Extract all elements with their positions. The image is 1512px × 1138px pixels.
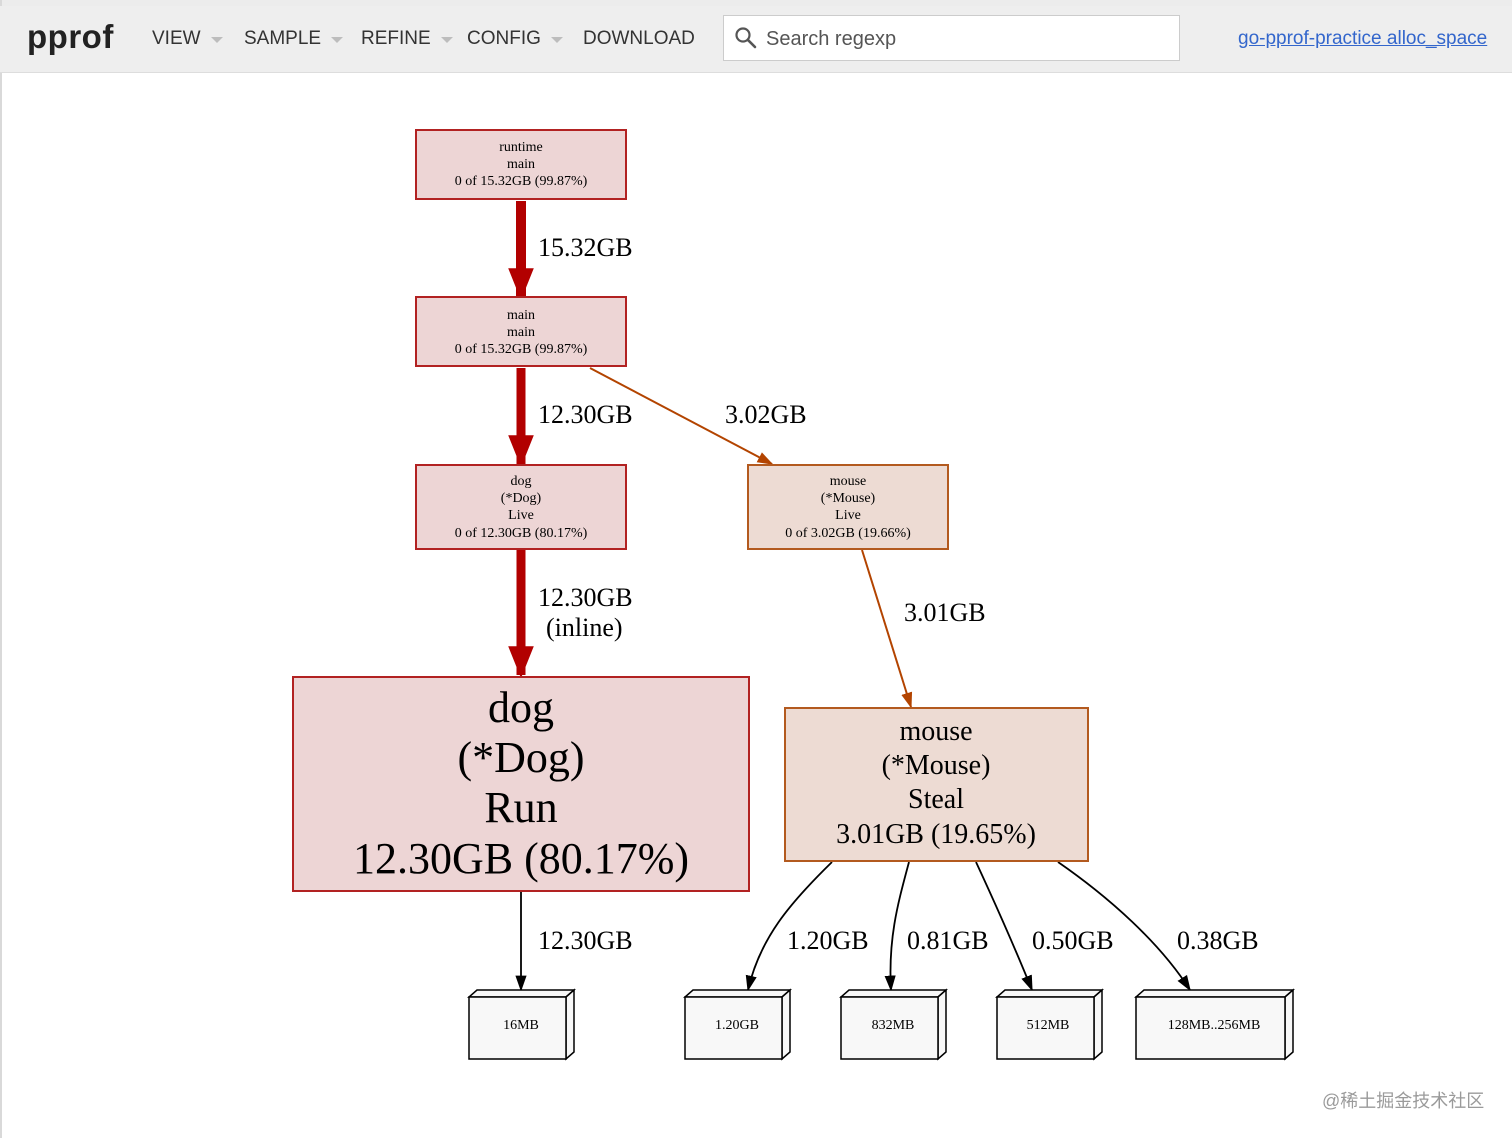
edge-label: 0.50GB <box>1032 926 1114 955</box>
menu-sample-label: SAMPLE <box>244 28 322 49</box>
node-text: (*Dog) <box>501 491 542 506</box>
edge-label: 0.81GB <box>907 926 989 955</box>
menu-config-label: CONFIG <box>467 28 541 49</box>
menu-view[interactable]: VIEW <box>152 28 223 50</box>
node-text: Run <box>484 783 557 832</box>
caret-down-icon <box>331 37 344 43</box>
edge-label: 3.01GB <box>904 598 986 627</box>
edge-main-main-to-mouse-live <box>589 367 774 465</box>
node-dog-run[interactable]: dog (*Dog) Run 12.30GB (80.17%) <box>292 676 750 892</box>
node-text: main <box>507 325 535 340</box>
edge-label: 15.32GB <box>538 233 633 262</box>
edge-mouse-steal-to-120gb <box>745 861 833 992</box>
node-text: main <box>507 157 535 172</box>
search-box <box>723 15 1180 61</box>
node-text: runtime <box>499 140 543 155</box>
caret-down-icon <box>210 37 223 43</box>
leaf-1-20gb[interactable]: 1.20GB <box>683 988 792 1061</box>
leaf-832mb[interactable]: 832MB <box>839 988 948 1061</box>
node-main-main[interactable]: main main 0 of 15.32GB (99.87%) <box>415 296 627 367</box>
node-text: (*Dog) <box>457 733 584 782</box>
node-mouse-live[interactable]: mouse (*Mouse) Live 0 of 3.02GB (19.66%) <box>747 464 949 550</box>
node-text: Live <box>835 508 861 523</box>
node-dog-live[interactable]: dog (*Dog) Live 0 of 12.30GB (80.17%) <box>415 464 627 550</box>
profile-link[interactable]: go-pprof-practice alloc_space <box>1238 28 1488 49</box>
node-text: 0 of 12.30GB (80.17%) <box>455 526 588 541</box>
node-mouse-steal[interactable]: mouse (*Mouse) Steal 3.01GB (19.65%) <box>784 707 1089 862</box>
node-text: dog <box>511 474 532 489</box>
caret-down-icon <box>550 37 563 43</box>
menu-view-label: VIEW <box>152 28 201 49</box>
node-runtime-main[interactable]: runtime main 0 of 15.32GB (99.87%) <box>415 129 627 200</box>
node-text: 0 of 15.32GB (99.87%) <box>455 174 588 189</box>
search-icon <box>735 27 757 49</box>
window-frame-top <box>0 0 1512 6</box>
edge-mouse-steal-to-128mb <box>1057 861 1191 992</box>
top-toolbar: pprof VIEW SAMPLE REFINE CONFIG DOWNLOAD… <box>0 6 1512 73</box>
leaf-512mb[interactable]: 512MB <box>995 988 1104 1061</box>
pprof-logo: pprof <box>27 18 114 55</box>
watermark: @稀土掘金技术社区 <box>1322 1091 1485 1111</box>
edge-mouse-steal-to-512mb <box>975 861 1033 992</box>
node-text: (*Mouse) <box>821 491 876 506</box>
node-text: mouse <box>899 716 972 747</box>
node-text: (*Mouse) <box>882 750 991 781</box>
leaf-text: 128MB..256MB <box>1168 1018 1261 1033</box>
node-text: 0 of 3.02GB (19.66%) <box>785 526 911 541</box>
node-text: 0 of 15.32GB (99.87%) <box>455 342 588 357</box>
edge-label: 12.30GB <box>538 400 633 429</box>
edge-mouse-live-to-mouse-steal <box>861 549 913 709</box>
edge-label: 3.02GB <box>725 400 807 429</box>
node-text: 3.01GB (19.65%) <box>836 819 1036 850</box>
leaf-text: 1.20GB <box>715 1018 759 1033</box>
node-text: dog <box>488 683 554 732</box>
search-input[interactable] <box>764 22 1168 56</box>
edge-label: 1.20GB <box>787 926 869 955</box>
node-text: main <box>507 308 535 323</box>
leaf-text: 512MB <box>1027 1018 1070 1033</box>
menu-refine[interactable]: REFINE <box>361 28 453 50</box>
menu-refine-label: REFINE <box>361 28 431 49</box>
node-text: Live <box>508 508 534 523</box>
graph-edges <box>508 201 1191 992</box>
edge-mouse-steal-to-832mb <box>884 861 910 992</box>
menu-download[interactable]: DOWNLOAD <box>583 28 695 50</box>
leaf-text: 832MB <box>872 1018 915 1033</box>
menu-download-label: DOWNLOAD <box>583 28 695 49</box>
edge-label: 12.30GB <box>538 583 633 612</box>
node-text: Steal <box>908 784 964 815</box>
leaf-text: 16MB <box>503 1018 539 1033</box>
window-frame-left <box>0 0 2 1138</box>
edge-label: 12.30GB <box>538 926 633 955</box>
call-graph: 15.32GB 12.30GB 3.02GB 12.30GB (inline) … <box>292 129 1295 1061</box>
node-text: 12.30GB (80.17%) <box>353 834 689 883</box>
menu-config[interactable]: CONFIG <box>467 28 563 50</box>
leaf-128mb-256mb[interactable]: 128MB..256MB <box>1134 988 1295 1061</box>
node-text: mouse <box>830 474 867 489</box>
edge-label: 0.38GB <box>1177 926 1259 955</box>
caret-down-icon <box>440 37 453 43</box>
menu-sample[interactable]: SAMPLE <box>244 28 344 50</box>
leaf-16mb[interactable]: 16MB <box>467 988 576 1061</box>
edge-label: (inline) <box>546 613 623 642</box>
